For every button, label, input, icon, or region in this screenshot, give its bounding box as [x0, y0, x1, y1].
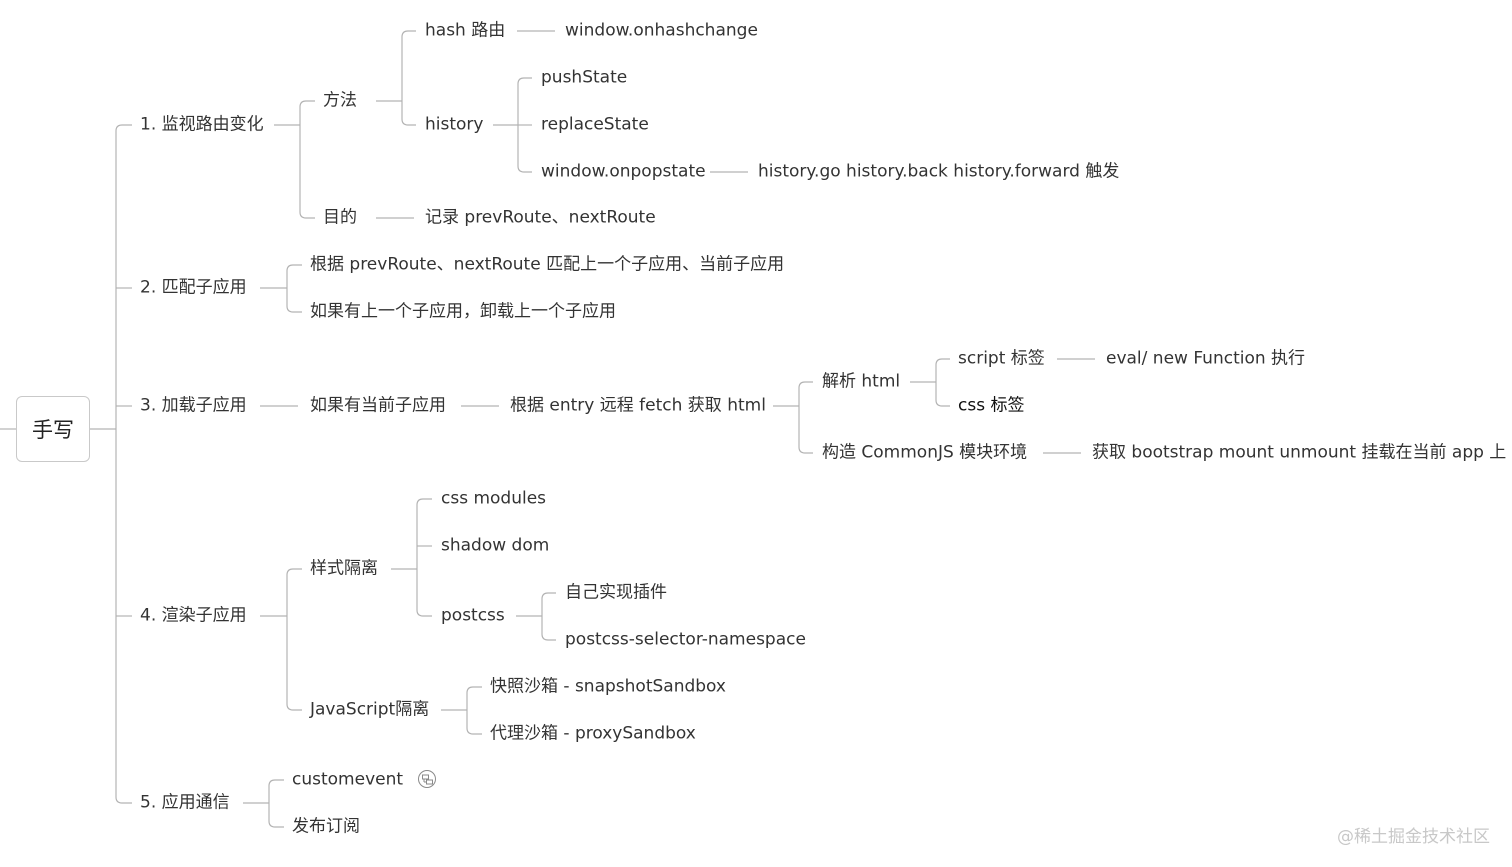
b1-bracket-branch-0 [299, 100, 315, 108]
node-proxy-sandbox[interactable]: 代理沙箱 - proxySandbox [490, 723, 696, 744]
root-bracket-branch-0 [115, 124, 132, 132]
node-selector-namespace[interactable]: postcss-selector-namespace [565, 629, 806, 650]
fetch-bracket-branch-1 [798, 446, 813, 454]
node-script-tag[interactable]: script 标签 [958, 348, 1045, 369]
js-bracket-branch-0 [466, 686, 482, 694]
node-js-isolation[interactable]: JavaScript隔离 [310, 699, 430, 720]
node-match-rule[interactable]: 根据 prevRoute、nextRoute 匹配上一个子应用、当前子应用 [310, 254, 785, 275]
b2-bracket-branch-0 [286, 264, 302, 272]
node-hash-route[interactable]: hash 路由 [425, 20, 506, 41]
node-own-plugin[interactable]: 自己实现插件 [565, 582, 667, 603]
node-replacestate[interactable]: replaceState [541, 114, 649, 135]
root-bracket-branch-4 [115, 796, 132, 804]
node-shadow-dom[interactable]: shadow dom [441, 535, 550, 556]
method-bracket-branch-0 [401, 30, 416, 38]
postcss-bracket-branch-0 [541, 592, 556, 600]
method-bracket-branch-1 [401, 118, 416, 126]
node-render-subapp[interactable]: 4. 渲染子应用 [140, 605, 247, 626]
parse-bracket-branch-0 [935, 358, 950, 366]
watermark: @稀土掘金技术社区 [1337, 827, 1490, 847]
node-parse-html[interactable]: 解析 html [822, 371, 901, 392]
node-history[interactable]: history [425, 114, 484, 135]
root-node[interactable]: 手写 [16, 396, 90, 462]
node-unmount-previous[interactable]: 如果有上一个子应用，卸载上一个子应用 [310, 301, 616, 322]
b4-bracket-branch-1 [286, 703, 302, 711]
node-onhashchange[interactable]: window.onhashchange [565, 20, 758, 41]
node-if-current-app[interactable]: 如果有当前子应用 [310, 395, 446, 416]
b1-bracket-branch-1 [299, 211, 315, 219]
node-pubsub[interactable]: 发布订阅 [292, 816, 360, 837]
node-script-exec[interactable]: eval/ new Function 执行 [1106, 348, 1306, 369]
node-css-tag[interactable]: css 标签 [958, 395, 1025, 416]
node-style-isolation[interactable]: 样式隔离 [310, 558, 378, 579]
b5-bracket-branch-1 [268, 820, 284, 828]
node-fetch-html[interactable]: 根据 entry 远程 fetch 获取 html [510, 395, 766, 416]
node-app-communication[interactable]: 5. 应用通信 [140, 792, 230, 813]
link-note-icon[interactable] [418, 770, 436, 788]
node-monitor-routes[interactable]: 1. 监视路由变化 [140, 114, 264, 135]
fetch-bracket-branch-0 [798, 381, 813, 389]
node-pushstate[interactable]: pushState [541, 67, 628, 88]
link-note-glyph [422, 774, 433, 785]
style-bracket-branch-2 [416, 609, 432, 617]
node-load-subapp[interactable]: 3. 加载子应用 [140, 395, 247, 416]
js-bracket-branch-1 [466, 727, 482, 735]
node-customevent[interactable]: customevent [292, 769, 404, 790]
node-css-modules[interactable]: css modules [441, 488, 547, 509]
postcss-bracket-branch-1 [541, 633, 556, 641]
node-purpose[interactable]: 目的 [323, 207, 357, 228]
node-snapshot-sandbox[interactable]: 快照沙箱 - snapshotSandbox [490, 676, 726, 697]
node-commonjs-env[interactable]: 构造 CommonJS 模块环境 [822, 442, 1028, 463]
node-record-routes[interactable]: 记录 prevRoute、nextRoute [425, 207, 656, 228]
history-bracket-branch-2 [517, 165, 532, 173]
b4-bracket-branch-0 [286, 568, 302, 576]
node-match-subapp[interactable]: 2. 匹配子应用 [140, 277, 247, 298]
node-lifecycle-hooks[interactable]: 获取 bootstrap mount unmount 挂载在当前 app 上 [1092, 442, 1507, 463]
style-bracket-branch-0 [416, 498, 432, 506]
node-onpopstate[interactable]: window.onpopstate [541, 161, 706, 182]
node-method[interactable]: 方法 [323, 90, 357, 111]
node-postcss[interactable]: postcss [441, 605, 505, 626]
parse-bracket-branch-1 [935, 399, 950, 407]
b2-bracket-branch-1 [286, 305, 302, 313]
history-bracket-branch-0 [517, 77, 532, 85]
b5-bracket-branch-0 [268, 779, 284, 787]
node-popstate-trigger[interactable]: history.go history.back history.forward … [758, 161, 1120, 182]
